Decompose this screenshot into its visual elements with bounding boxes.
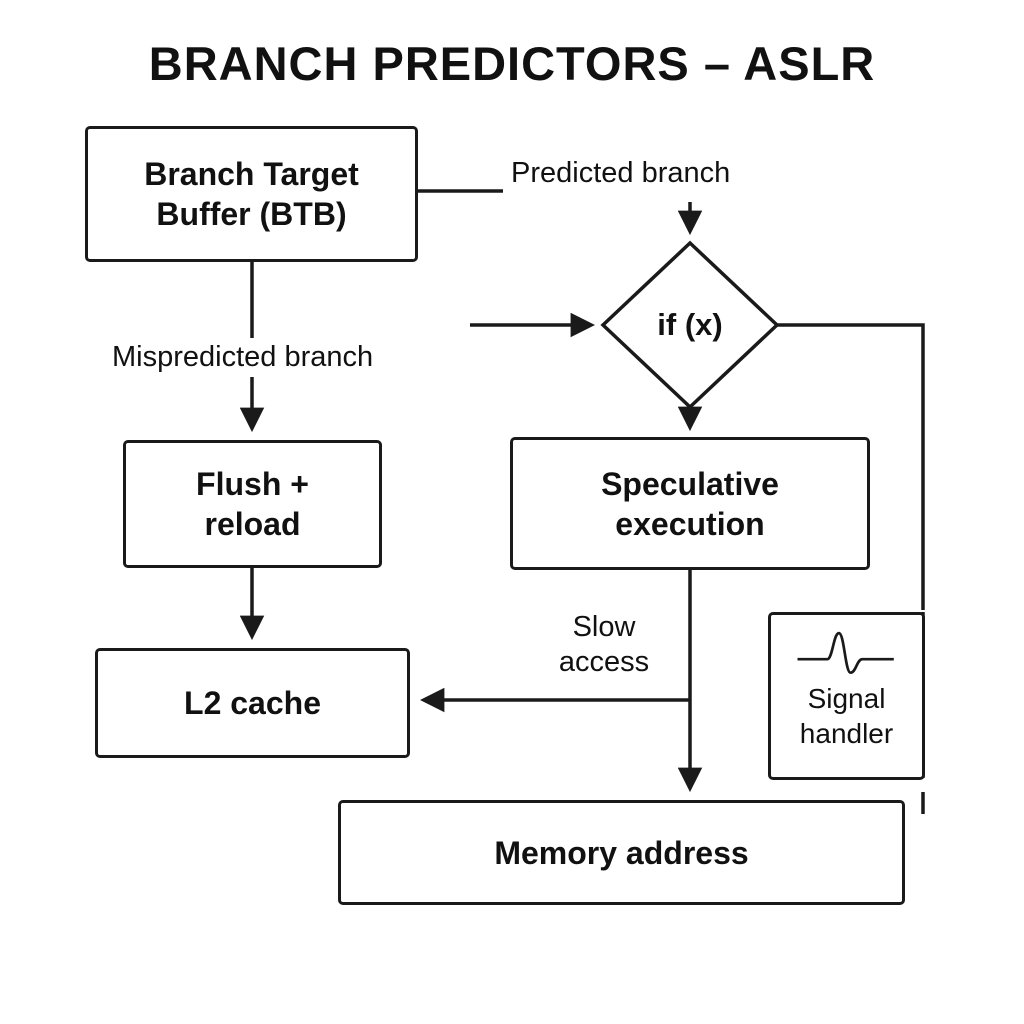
signal-waveform-icon [797,631,894,675]
condition-diamond [600,240,780,410]
node-l2-cache-label: L2 cache [184,685,321,721]
edge-condition-to-right-rail [777,323,925,610]
node-l2-cache: L2 cache [95,648,410,758]
node-branch-target-buffer: Branch Target Buffer (BTB) [85,126,418,262]
node-signal-handler-label: Signal handler [799,683,894,749]
node-speculative-execution: Speculative execution [510,437,870,570]
node-speculative-execution-label: Speculative execution [601,465,779,542]
node-condition-label: if (x) [657,307,723,342]
edge-label-mispredicted-branch: Mispredicted branch [106,338,380,377]
edge-label-predicted-branch: Predicted branch [505,154,737,193]
node-signal-handler: Signal handler [768,612,925,780]
edge-label-slow-access: Slow access [533,608,675,682]
node-flush-reload: Flush + reload [123,440,382,568]
node-branch-target-buffer-label: Branch Target Buffer (BTB) [144,156,359,232]
node-flush-reload-label: Flush + reload [196,466,309,542]
node-memory-address-label: Memory address [494,834,749,871]
node-memory-address: Memory address [338,800,905,905]
diagram-title: BRANCH PREDICTORS – ASLR [148,37,876,90]
